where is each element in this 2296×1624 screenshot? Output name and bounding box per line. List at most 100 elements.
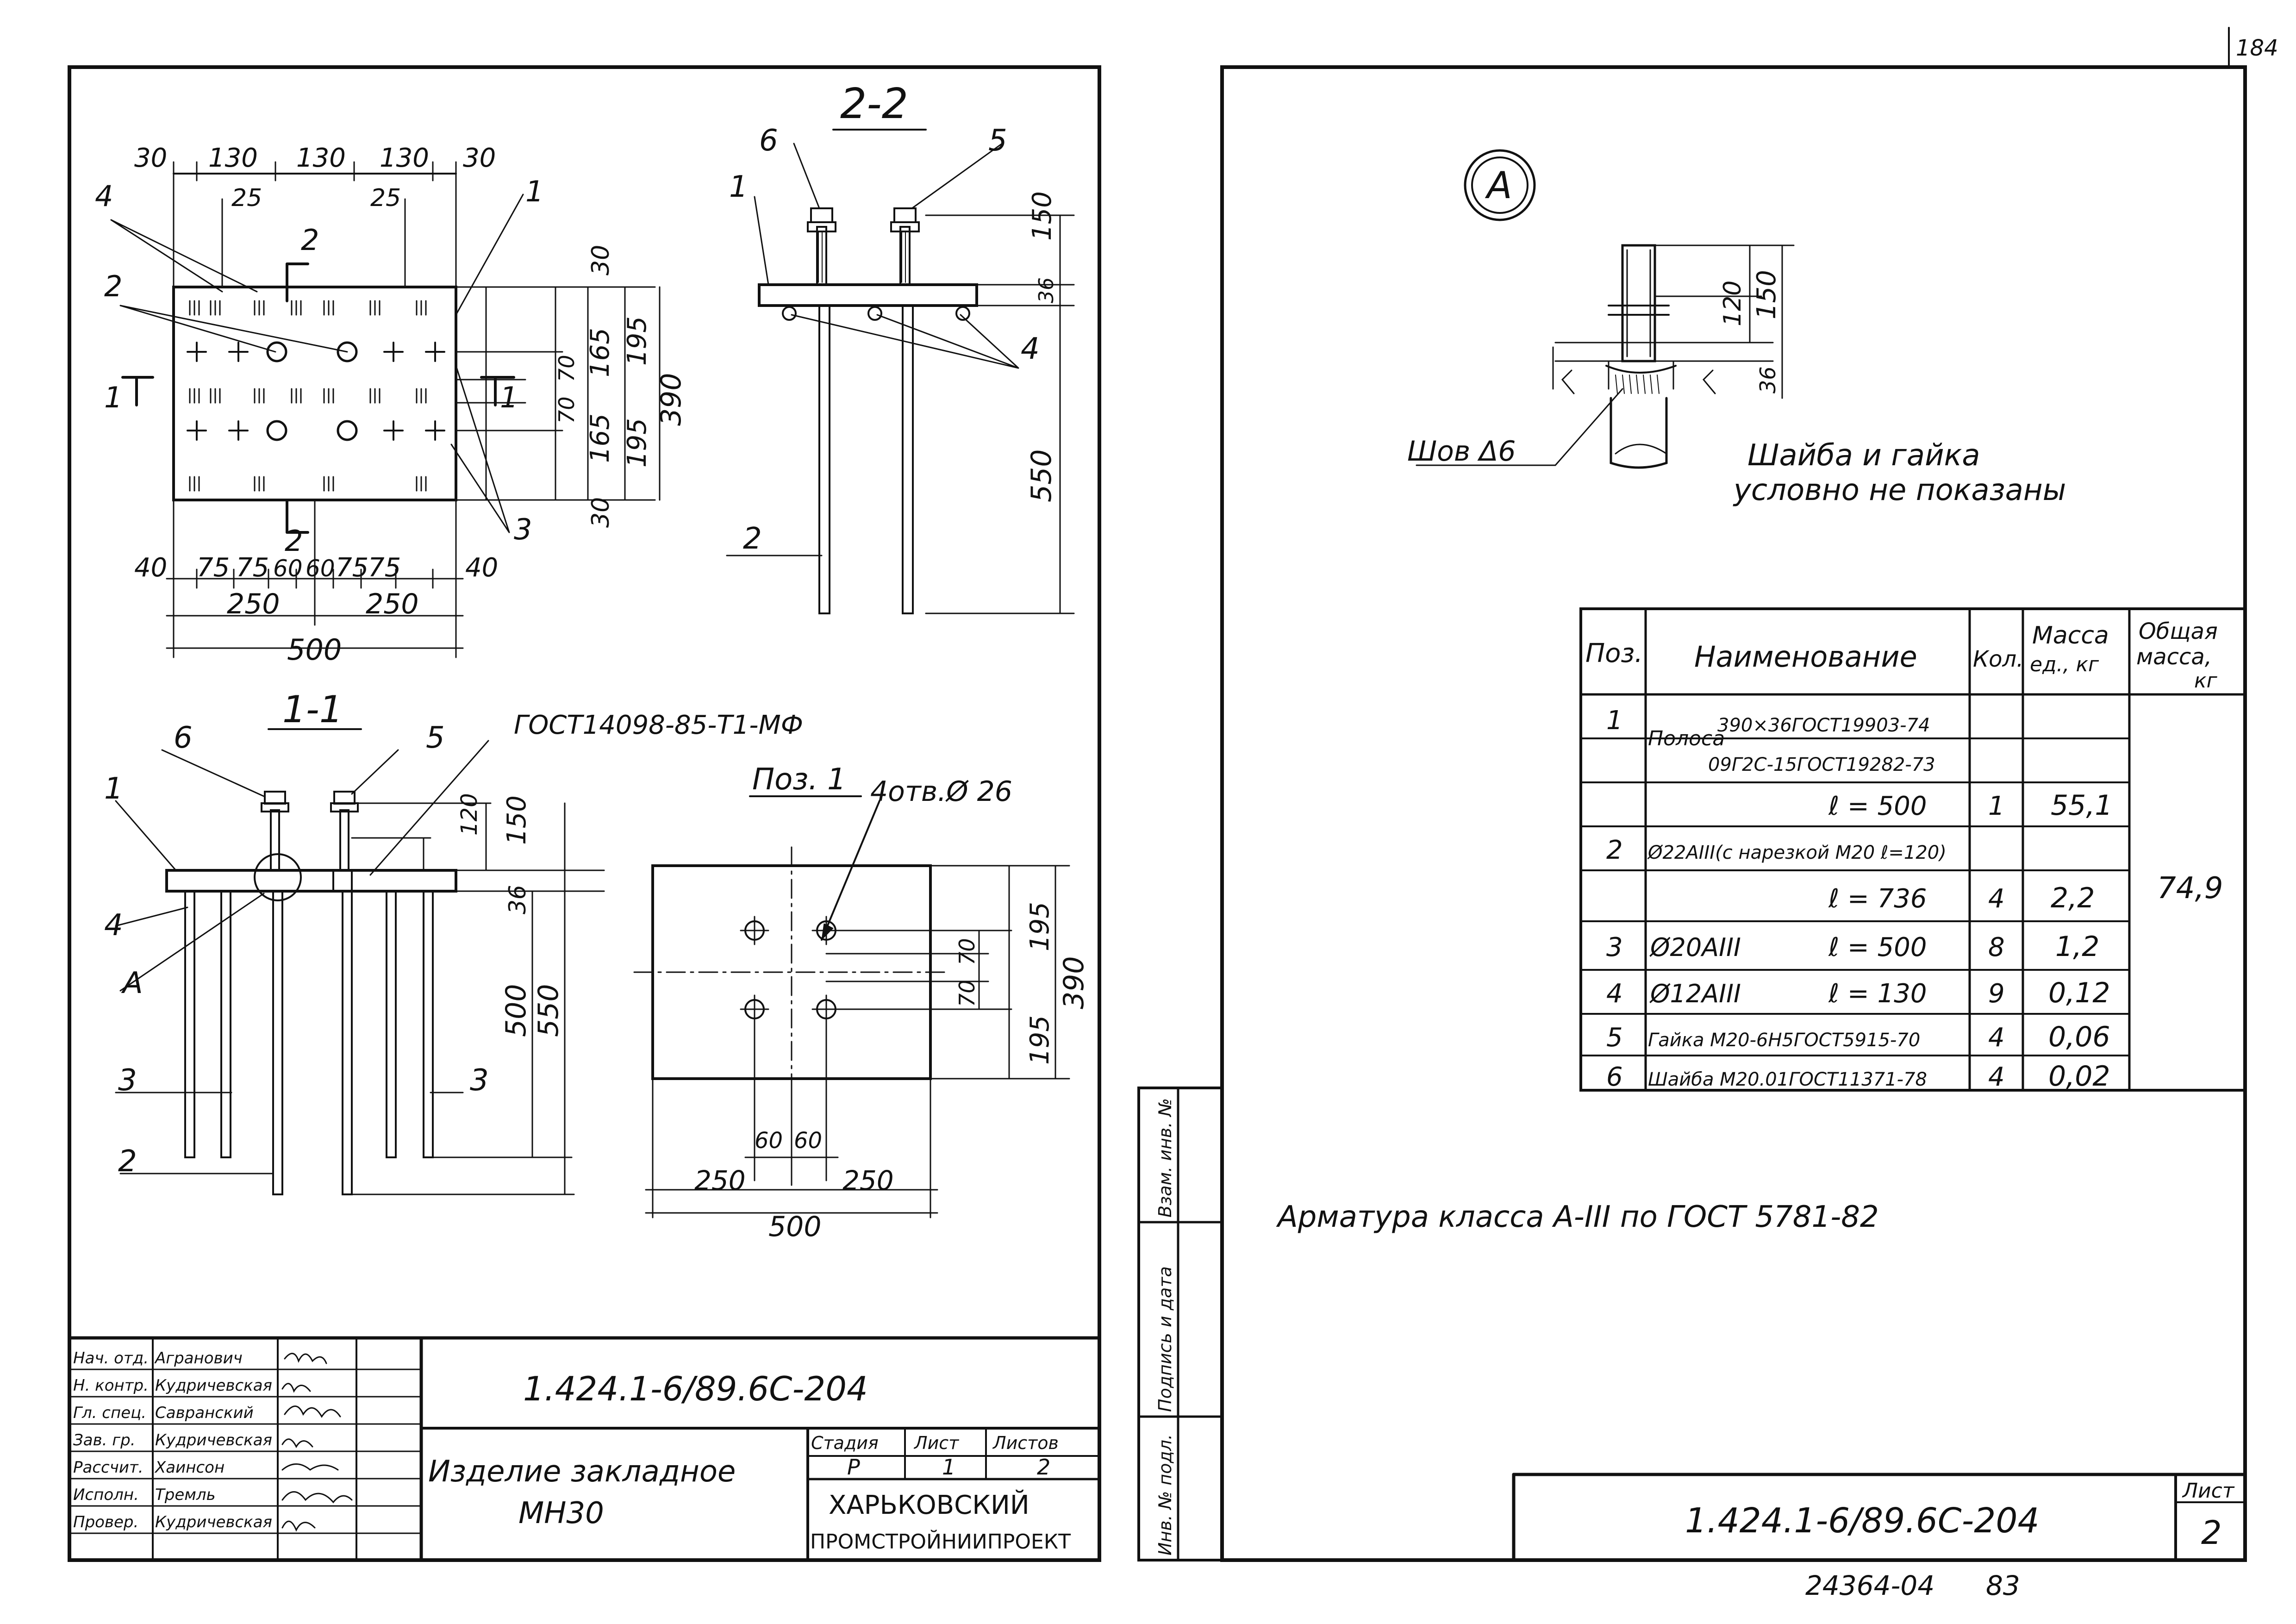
view11-dim-500: 500 [500,984,532,1037]
spec-header-mass1: Масса [2032,622,2109,650]
plan-bottom-250-1: 250 [366,588,419,620]
view22-dim-150: 150 [1027,191,1057,241]
tb-sheets-header: Листов [992,1433,1059,1453]
view11-standard: ГОСТ14098-85-Т1-МФ [514,710,803,740]
plan-bottom-dim-2: 75 [236,553,269,583]
plan-bottom-dim-7: 40 [465,553,498,583]
tb-role-2: Гл. спец. [73,1404,146,1422]
spec-row6-qty: 9 [1988,979,2005,1009]
tb-role-4: Рассчит. [73,1458,144,1477]
plan-right-dim-195a: 195 [622,316,652,366]
plan-top-dim-3: 130 [380,143,429,173]
right-sheet-value: 2 [2201,1514,2222,1552]
plan-bottom-dim-6: 75 [368,553,401,583]
rebar-note: Арматура класса А-III по ГОСТ 5781-82 [1276,1200,1879,1234]
side-stamp-2: Взам. инв. № [1155,1098,1175,1218]
spec-row2-name: ℓ = 500 [1828,791,1927,821]
spec-table-grid [1579,607,2246,1092]
tb-sheet: 1 [942,1455,955,1480]
pos1-dim-60a: 60 [755,1128,783,1154]
tb-stage: Р [847,1455,860,1480]
plan-label-1: 1 [525,175,543,208]
view11-label-1: 1 [104,772,123,806]
view22-dim-36: 36 [1035,277,1058,303]
plan-bottom-250-0: 250 [227,588,280,620]
spec-header-total3: кг [2194,669,2218,693]
tb-org-line2: ПРОМСТРОЙНИИПРОЕКТ [810,1529,1071,1554]
spec-row5-mass: 1,2 [2055,931,2099,963]
spec-header-pos: Поз. [1585,638,1643,668]
view22-label-2: 2 [743,522,762,556]
right-title-code: 1.424.1-6/89.6С-204 [1685,1501,2040,1541]
plan-top-dim-2: 130 [296,143,346,173]
side-stamp [1137,1087,1223,1562]
spec-row1-name-b: 390×36ГОСТ19903-74 [1717,715,1930,736]
pos1-holes: 4отв.Ø 26 [870,775,1012,808]
view11-label-5: 5 [426,721,445,755]
spec-row1-pos: 1 [1606,706,1623,736]
plan-right-dim-195b: 195 [622,418,652,468]
plan-bottom-dim-3: 60 [273,555,303,582]
right-title-block [1512,1473,2247,1562]
view11-dim-550: 550 [532,984,565,1037]
plan-label-3: 3 [514,512,532,546]
tb-role-3: Зав. гр. [73,1431,136,1449]
spec-row5-name: Ø20AIII [1649,933,1741,962]
tb-sheets: 2 [1037,1455,1050,1480]
detail-note-line2: условно не показаны [1733,473,2066,507]
plan-label-2: 2 [104,269,122,303]
spec-header-total2: масса, [2136,644,2212,670]
side-stamp-0: Инв. № подл. [1155,1434,1175,1555]
pos1-dim-250b: 250 [842,1165,894,1196]
spec-row6-pos: 4 [1606,979,1623,1009]
plan-right-dim-390: 390 [655,373,687,426]
tb-stage-header: Стадия [811,1433,879,1453]
plan-view [110,161,661,658]
plan-section-mark-2-top: 2 [301,223,319,257]
detail-note-line1: Шайба и гайка [1747,438,1980,473]
spec-header-qty: Кол. [1973,646,2023,672]
view22-label-1: 1 [729,170,748,204]
detail-dim-120: 120 [1719,281,1747,326]
view22-dim-550: 550 [1025,449,1058,502]
spec-header-name: Наименование [1694,640,1917,674]
spec-row6-mass: 0,12 [2048,977,2110,1009]
pos1-dim-390: 390 [1058,956,1090,1009]
tb-role-6: Провер. [73,1513,138,1531]
plan-label-4: 4 [95,179,113,213]
plan-top-inner-0: 25 [231,184,262,212]
plan-bottom-dim-0: 40 [134,553,167,583]
spec-row7-pos: 5 [1606,1023,1623,1053]
plan-right-dim-165a: 165 [585,328,615,377]
pos1-dim-70b: 70 [955,980,980,1007]
plan-bottom-500: 500 [287,633,342,667]
detail-dim-150: 150 [1752,270,1782,319]
tb-name-3: Кудричевская [155,1431,272,1449]
view11-label-3a: 3 [118,1063,137,1098]
view-1-1-title: 1-1 [282,688,343,731]
plan-right-dim-30b: 30 [587,497,615,528]
spec-header-total1: Общая [2139,618,2218,644]
tb-name-4: Хаинсон [154,1458,225,1477]
spec-row8-pos: 6 [1606,1062,1623,1092]
tb-name-6: Кудричевская [155,1513,272,1531]
spec-row5-qty: 8 [1988,932,2005,962]
plan-section-mark-1-left: 1 [104,381,122,414]
plan-right-dim-70a: 70 [554,355,579,382]
view22-label-5: 5 [988,124,1007,158]
pos1-dim-195a: 195 [1025,902,1055,951]
plan-section-mark-1-right: 1 [500,381,518,414]
view11-label-A: А [121,966,143,1000]
spec-row8-mass: 0,02 [2048,1060,2110,1093]
spec-row7-qty: 4 [1988,1023,2005,1053]
spec-row3-name: Ø22AIII(с нарезкой М20 ℓ=120) [1647,842,1947,863]
pos1-dim-500: 500 [768,1211,822,1243]
plan-bottom-dim-4: 60 [306,555,335,582]
plan-right-dim-70b: 70 [554,396,579,424]
plan-right-dim-30a: 30 [587,245,615,275]
spec-row5-pos: 3 [1606,932,1623,962]
detail-a-weld: Шов Δ6 [1407,435,1516,468]
side-stamp-1: Подпись и дата [1155,1266,1175,1412]
tb-item-line2: МН30 [518,1496,604,1530]
